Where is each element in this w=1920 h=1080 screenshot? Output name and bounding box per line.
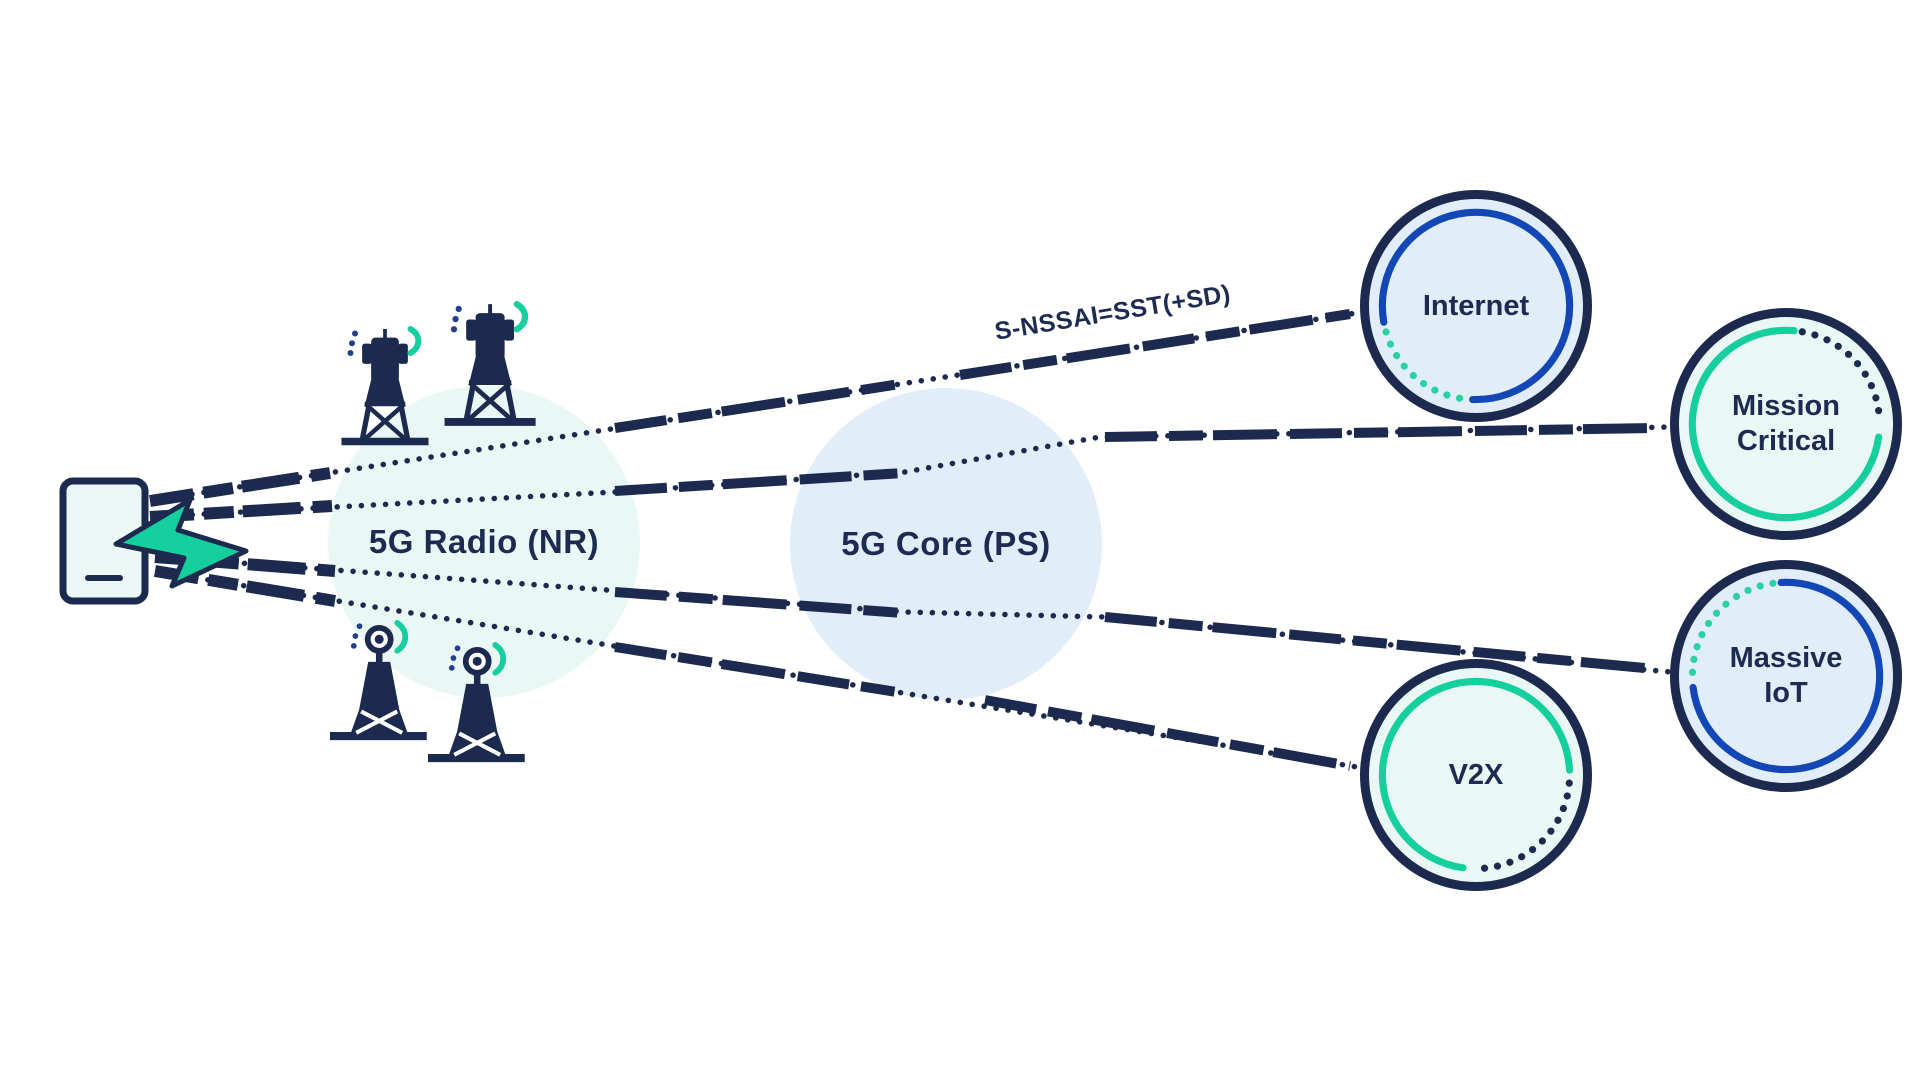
node-5g-core: 5G Core (PS) xyxy=(790,388,1102,700)
node-internet: Internet xyxy=(1360,190,1592,422)
connection-dotted-massive-iot xyxy=(169,555,1673,675)
link-core-mission-critical xyxy=(1104,423,1656,442)
link-radio-core-4 xyxy=(614,642,904,698)
node-mission-critical-label-line2: Critical xyxy=(1736,425,1836,457)
link-device-radio-1 xyxy=(149,467,331,507)
antenna-mast-icon xyxy=(330,623,427,736)
lightning-bolt-icon xyxy=(113,497,249,589)
node-v2x-label: V2X xyxy=(1449,758,1504,793)
node-massive-iot-label-line1: Massive xyxy=(1729,642,1843,675)
cell-tower-icon xyxy=(342,329,429,442)
internet-progress-ring xyxy=(1378,208,1574,404)
node-massive-iot: Massive IoT xyxy=(1670,560,1902,792)
antenna-mast-icon xyxy=(428,645,525,758)
node-internet-label: Internet xyxy=(1423,289,1529,324)
mission-critical-progress-ring xyxy=(1688,326,1884,522)
link-core-massive-iot xyxy=(1104,612,1656,674)
node-mission-critical: Mission Critical xyxy=(1670,308,1902,540)
v2x-progress-ring xyxy=(1378,677,1574,873)
node-massive-iot-label: Massive IoT xyxy=(1730,641,1843,711)
cell-tower-icon xyxy=(445,304,536,422)
thick-link-segments-core xyxy=(614,309,1656,771)
node-5g-radio-label: 5G Radio (NR) xyxy=(368,523,600,560)
node-mission-critical-label-line1: Mission xyxy=(1732,390,1840,423)
node-v2x: V2X xyxy=(1360,659,1592,891)
link-radio-core-3 xyxy=(614,587,904,618)
link-radio-core-1 xyxy=(614,379,901,433)
link-core-v2x xyxy=(984,695,1351,771)
node-v2x-label-line1: V2X xyxy=(1448,758,1504,791)
node-5g-core-label: 5G Core (PS) xyxy=(841,525,1051,562)
link-core-internet xyxy=(959,309,1351,380)
node-massive-iot-label-line2: IoT xyxy=(1764,677,1808,709)
node-internet-label-line1: Internet xyxy=(1422,289,1530,322)
node-mission-critical-label: Mission Critical xyxy=(1732,389,1840,459)
link-radio-core-2 xyxy=(614,468,904,496)
massive-iot-progress-ring xyxy=(1688,578,1884,774)
